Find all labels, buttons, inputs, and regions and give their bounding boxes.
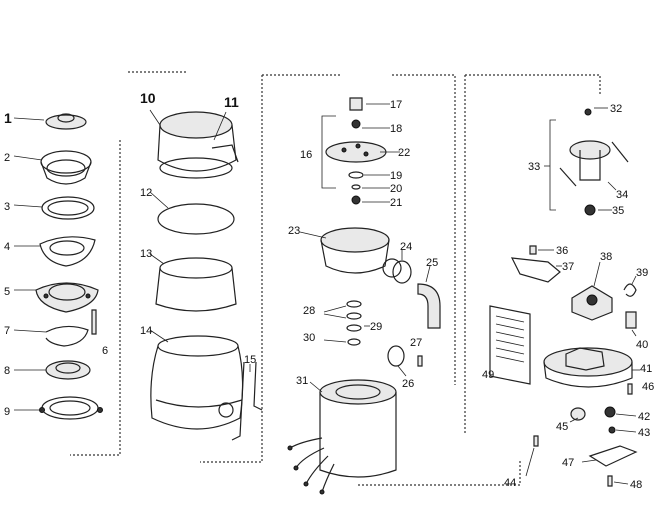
label-38: 38	[600, 251, 612, 263]
part-12-seal-ring	[149, 191, 235, 235]
part-46-screw	[627, 383, 633, 395]
part-49-instruction-sheet	[489, 305, 531, 385]
label-46: 46	[642, 381, 654, 393]
label-23: 23	[288, 225, 300, 237]
label-25: 25	[426, 257, 438, 269]
part-5-mounting-ring	[14, 282, 99, 313]
part-31-motor	[309, 379, 397, 478]
dashed-frame-lines	[70, 71, 601, 486]
label-26: 26	[402, 378, 414, 390]
part-3-gasket	[13, 196, 95, 220]
label-42: 42	[638, 411, 650, 423]
label-14: 14	[140, 325, 152, 337]
label-4: 4	[4, 241, 10, 253]
part-6-screw	[91, 309, 97, 335]
part-24-gasket	[392, 250, 412, 284]
label-17: 17	[390, 99, 402, 111]
motor-wires	[287, 437, 335, 495]
part-9-lower-mount-ring	[14, 396, 103, 420]
label-11: 11	[224, 94, 239, 110]
label-3: 3	[4, 201, 10, 213]
label-45: 45	[556, 421, 568, 433]
label-30: 30	[303, 332, 315, 344]
label-44: 44	[504, 477, 516, 489]
label-9: 9	[4, 406, 10, 418]
part-number-labels: 1 2 3 4 5 6 7 8 9 10 11 12 13 14 15 16 1…	[4, 90, 654, 491]
label-41: 41	[640, 363, 652, 375]
part-15-clips	[231, 361, 263, 441]
label-21: 21	[390, 197, 402, 209]
label-20: 20	[390, 183, 402, 195]
part-14-hopper	[149, 329, 244, 430]
part-10-11-top-housing	[149, 109, 239, 179]
part-45-plug	[569, 407, 586, 423]
part-23-upper-end-bell	[299, 227, 402, 278]
label-15: 15	[244, 354, 256, 366]
part-40-clip	[625, 311, 637, 337]
label-5: 5	[4, 286, 10, 298]
label-16: 16	[300, 149, 312, 161]
label-28: 28	[303, 305, 315, 317]
part-4-backup-flange	[14, 236, 96, 267]
part-1-stopper	[13, 113, 87, 130]
label-33: 33	[528, 161, 540, 173]
part-16-22-grinding-plate-assembly	[321, 97, 400, 205]
label-13: 13	[140, 248, 152, 260]
part-2-flange	[13, 150, 92, 185]
label-1: 1	[4, 110, 12, 126]
label-12: 12	[140, 187, 152, 199]
label-31: 31	[296, 375, 308, 387]
part-42-43-fasteners	[604, 406, 637, 434]
label-10: 10	[140, 90, 156, 106]
part-8-cushion-mount	[14, 360, 91, 380]
label-29: 29	[370, 321, 382, 333]
label-27: 27	[410, 337, 422, 349]
label-39: 39	[636, 267, 648, 279]
part-44-connector	[525, 435, 539, 477]
part-39-spring	[623, 275, 637, 297]
label-24: 24	[400, 241, 412, 253]
label-8: 8	[4, 365, 10, 377]
part-27-tube-screw	[417, 355, 423, 367]
label-36: 36	[556, 245, 568, 257]
label-48: 48	[630, 479, 642, 491]
part-41-lower-end-frame	[543, 347, 640, 388]
part-36-screw	[529, 245, 554, 255]
label-35: 35	[612, 205, 624, 217]
label-18: 18	[390, 123, 402, 135]
part-26-tube-gasket	[387, 345, 407, 377]
label-34: 34	[616, 189, 628, 201]
label-6: 6	[102, 345, 108, 357]
label-49: 49	[482, 369, 494, 381]
label-37: 37	[562, 261, 574, 273]
part-7-snap-ring	[13, 325, 89, 347]
part-48-screw	[607, 475, 629, 487]
label-19: 19	[390, 170, 402, 182]
label-32: 32	[610, 103, 622, 115]
label-7: 7	[4, 325, 10, 337]
part-38-switch	[571, 261, 613, 321]
label-2: 2	[4, 152, 10, 164]
part-47-cover-plate	[581, 445, 638, 467]
part-25-discharge-tube	[417, 265, 441, 329]
part-37-bracket	[510, 257, 562, 283]
part-13-grind-ring	[149, 253, 237, 312]
part-32-35-switch-actuator	[544, 107, 629, 216]
label-22: 22	[398, 147, 410, 159]
part-28-30-spacers	[323, 300, 370, 346]
label-40: 40	[636, 339, 648, 351]
label-43: 43	[638, 427, 650, 439]
label-47: 47	[562, 457, 574, 469]
